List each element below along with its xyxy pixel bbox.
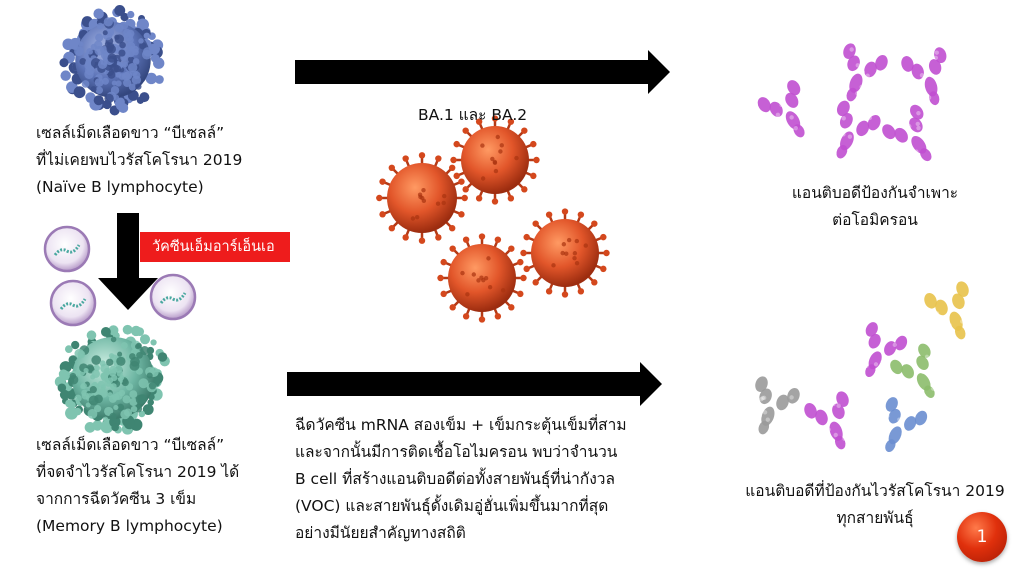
- naive-line-1: เซลล์เม็ดเลือดขาว “บีเซลล์”: [36, 120, 242, 147]
- naive-line-3: (Naïve B lymphocyte): [36, 174, 242, 201]
- memory-line-1: เซลล์เม็ดเลือดขาว “บีเซลล์”: [36, 432, 239, 459]
- specific-antibody-text: แอนติบอดีป้องกันจำเพาะ ต่อโอมิครอน: [770, 180, 980, 234]
- finding-line-4: (VOC) และสายพันธุ์ดั้งเดิมอู่ฮั่นเพิ่มขึ…: [295, 493, 627, 520]
- broad-line-1: แอนติบอดีที่ป้องกันไวรัสโคโรนา 2019: [735, 478, 1015, 505]
- finding-line-5: อย่างมีนัยยสำคัญทางสถิติ: [295, 520, 627, 547]
- memory-line-4: (Memory B lymphocyte): [36, 513, 239, 540]
- vaccine-label: วัคซีนเอ็มอาร์เอ็นเอ: [140, 232, 290, 262]
- finding-line-2: และจากนั้นมีการติดเชื้อโอไมครอน พบว่าจำน…: [295, 439, 627, 466]
- finding-line-1: ฉีดวัคซีน mRNA สองเข็ม + เข็มกระตุ้นเข็ม…: [295, 412, 627, 439]
- memory-line-3: จากการฉีดวัคซีน 3 เข็ม: [36, 486, 239, 513]
- memory-line-2: ที่จดจำไวรัสโคโรนา 2019 ได้: [36, 459, 239, 486]
- finding-line-3: B cell ที่สร้างแอนติบอดีต่อทั้งสายพันธุ์…: [295, 466, 627, 493]
- page-number-badge: 1: [957, 512, 1007, 562]
- naive-b-cell-text: เซลล์เม็ดเลือดขาว “บีเซลล์” ที่ไม่เคยพบไ…: [36, 120, 242, 201]
- specific-line-2: ต่อโอมิครอน: [770, 207, 980, 234]
- memory-b-cell-text: เซลล์เม็ดเลือดขาว “บีเซลล์” ที่จดจำไวรัส…: [36, 432, 239, 540]
- specific-line-1: แอนติบอดีป้องกันจำเพาะ: [770, 180, 980, 207]
- variant-label: BA.1 และ BA.2: [418, 102, 527, 129]
- naive-line-2: ที่ไม่เคยพบไวรัสโคโรนา 2019: [36, 147, 242, 174]
- finding-text: ฉีดวัคซีน mRNA สองเข็ม + เข็มกระตุ้นเข็ม…: [295, 412, 627, 547]
